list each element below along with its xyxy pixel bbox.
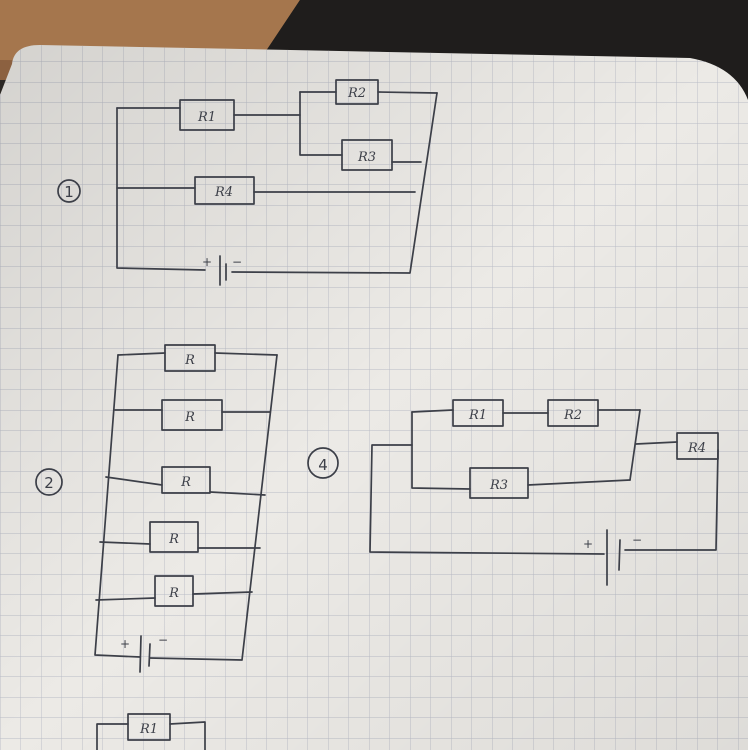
resistor-r [149,521,199,553]
svg-text:+: + [120,637,130,651]
resistor-label: R [184,410,195,425]
svg-text:+: + [583,537,593,551]
resistor-r2 [335,79,379,105]
circuit-number-circle [307,447,339,479]
resistor-label: R [180,475,191,490]
resistor-label: R2 [563,408,582,423]
resistor-label: R1 [139,722,158,737]
resistor-label: R1 [197,110,216,125]
battery-4: + − [583,529,642,586]
resistor-r [164,344,216,372]
svg-text:−: − [158,633,168,647]
circuit-number: 2 [44,474,54,492]
resistor-r2 [547,399,599,427]
resistor-label: R [168,532,179,547]
circuit-next-partial: R1 [96,713,206,750]
resistor-r3 [341,139,393,171]
resistor-r1 [127,713,171,741]
resistor-label: R1 [468,408,487,423]
resistor-r1 [179,99,235,131]
circuit-1: 1 R1 R2 R3 R4 + − [57,79,438,286]
svg-text:−: − [232,255,242,269]
resistor-label: R2 [347,86,366,101]
circuit-number-circle [57,179,81,203]
resistor-r4 [194,176,255,205]
svg-text:−: − [632,533,642,547]
resistor-r [154,575,194,607]
circuit-number: 4 [318,456,328,474]
resistor-r3 [469,467,529,499]
dark-cover [260,0,748,100]
resistor-label: R [184,353,195,368]
resistor-label: R3 [357,150,376,165]
resistor-label: R [168,586,179,601]
circuit-4: 4 R1 R2 R3 R4 + − [307,399,719,586]
battery-1: + − [202,255,242,286]
resistor-r [161,466,211,494]
resistor-r1 [452,399,504,427]
resistor-r4 [676,432,719,460]
resistor-label: R4 [214,185,233,200]
battery-2: + − [120,633,168,673]
notebook-page [0,45,748,750]
resistor-label: R3 [489,478,508,493]
circuit-2: 2 R R R R R + − [35,344,278,673]
resistor-r [161,399,223,431]
circuit-number: 1 [64,183,74,201]
circuit-number-circle [35,468,63,496]
resistor-label: R4 [687,441,706,456]
svg-text:+: + [202,255,212,269]
